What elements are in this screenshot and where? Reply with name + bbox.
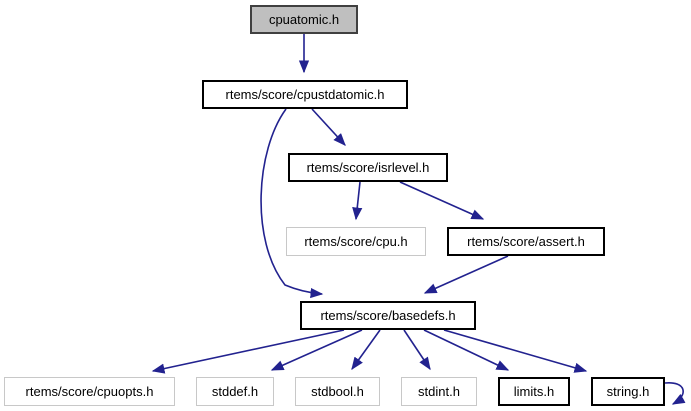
node-assert-h[interactable]: rtems/score/assert.h bbox=[447, 227, 605, 256]
edge-basedefs-to-string bbox=[443, 329, 588, 373]
edge-isrlevel-to-cpu bbox=[352, 181, 363, 221]
edge-basedefs-to-limits bbox=[423, 329, 510, 371]
node-stdbool-h[interactable]: stdbool.h bbox=[295, 377, 380, 406]
node-basedefs-h[interactable]: rtems/score/basedefs.h bbox=[300, 301, 476, 330]
edge-string-self-loop bbox=[664, 382, 686, 405]
edge-cpustdatomic-to-isrlevel bbox=[311, 108, 346, 146]
edge-basedefs-to-stdbool bbox=[351, 329, 381, 371]
node-string-h[interactable]: string.h bbox=[591, 377, 665, 406]
edge-basedefs-to-cpuopts bbox=[151, 329, 345, 374]
edge-cpustdatomic-to-basedefs bbox=[260, 108, 324, 299]
node-cpustdatomic-h[interactable]: rtems/score/cpustdatomic.h bbox=[202, 80, 408, 109]
node-cpuopts-h[interactable]: rtems/score/cpuopts.h bbox=[4, 377, 175, 406]
node-cpu-h[interactable]: rtems/score/cpu.h bbox=[286, 227, 426, 256]
node-stdint-h[interactable]: stdint.h bbox=[401, 377, 477, 406]
node-isrlevel-h[interactable]: rtems/score/isrlevel.h bbox=[288, 153, 448, 182]
edge-basedefs-to-stddef bbox=[270, 329, 363, 371]
node-limits-h[interactable]: limits.h bbox=[498, 377, 570, 406]
edge-isrlevel-to-assert bbox=[399, 181, 485, 220]
edge-assert-to-basedefs bbox=[423, 255, 509, 294]
edge-basedefs-to-stdint bbox=[403, 329, 431, 371]
node-stddef-h[interactable]: stddef.h bbox=[196, 377, 274, 406]
node-cpuatomic-h[interactable]: cpuatomic.h bbox=[250, 5, 358, 34]
